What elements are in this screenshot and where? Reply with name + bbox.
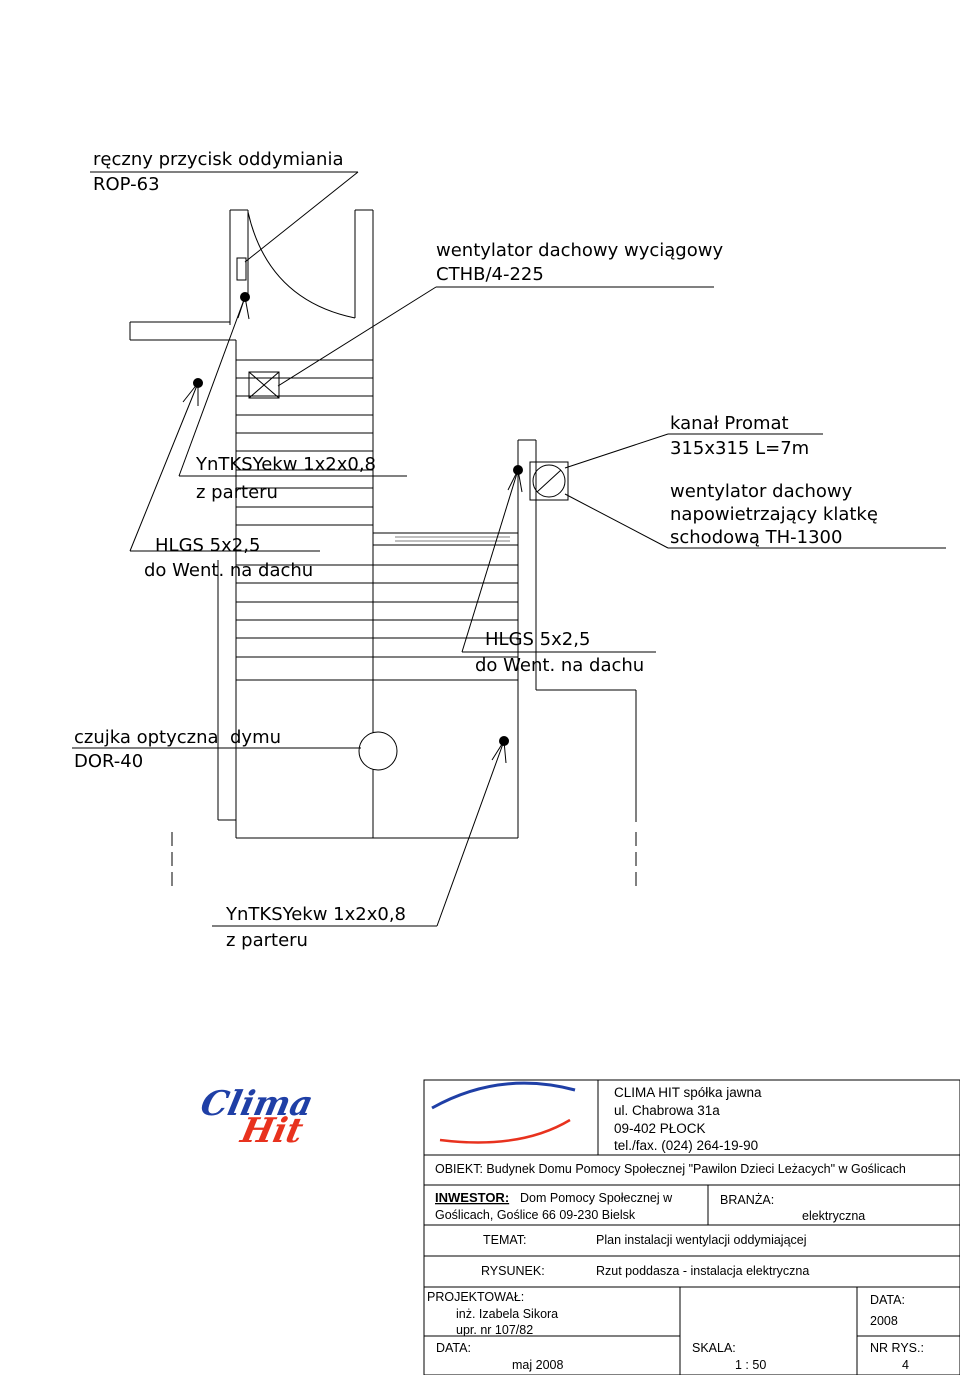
czujka-label-line2: DOR-40 bbox=[74, 751, 143, 772]
cable-bottom-line2: z parteru bbox=[226, 930, 308, 951]
cthb-label-line2: CTHB/4-225 bbox=[436, 264, 544, 285]
inwestor-value-1: Dom Pomocy Społecznej w bbox=[520, 1191, 673, 1205]
company-name: CLIMA HIT spółka jawna bbox=[614, 1085, 762, 1100]
kanal-label-line2: 315x315 L=7m bbox=[670, 438, 809, 459]
obiekt-text: OBIEKT: Budynek Domu Pomocy Społecznej "… bbox=[435, 1162, 906, 1176]
temat-value: Plan instalacji wentylacji oddymiającej bbox=[596, 1233, 807, 1247]
data-value-right: 2008 bbox=[870, 1314, 898, 1328]
data-value-left: maj 2008 bbox=[512, 1358, 563, 1372]
th-label-line3: schodową TH-1300 bbox=[670, 527, 842, 548]
th-label-line1: wentylator dachowy bbox=[670, 481, 853, 502]
door-swing-arc bbox=[247, 211, 356, 319]
exhaust-fan-cthb-symbol bbox=[248, 371, 280, 399]
projektowal-upr: upr. nr 107/82 bbox=[456, 1323, 533, 1337]
skala-label: SKALA: bbox=[692, 1341, 736, 1355]
rysunek-label: RYSUNEK: bbox=[481, 1264, 545, 1278]
cable-left-a-line2: z parteru bbox=[196, 482, 278, 503]
data-label-left: DATA: bbox=[436, 1341, 471, 1355]
projektowal-label: PROJEKTOWAŁ: bbox=[427, 1290, 524, 1304]
title-block: Clima Hit CLIMA HIT spółka jawna ul. Cha… bbox=[197, 1079, 960, 1375]
stair-treads bbox=[236, 359, 518, 658]
data-label-right: DATA: bbox=[870, 1293, 905, 1307]
branza-value: elektryczna bbox=[802, 1209, 865, 1223]
cthb-label-line1: wentylator dachowy wyciągowy bbox=[436, 240, 723, 261]
smoke-detector-symbol bbox=[358, 731, 398, 771]
company-city: 09-402 PŁOCK bbox=[614, 1121, 706, 1136]
branza-label: BRANŻA: bbox=[720, 1193, 774, 1207]
rop-button-symbol bbox=[236, 257, 247, 281]
inwestor-value-2: Goślicach, Goślice 66 09-230 Bielsk bbox=[435, 1208, 636, 1222]
clima-hit-logo: Clima Hit bbox=[197, 1081, 576, 1151]
connection-dots bbox=[193, 292, 523, 746]
czujka-label-line1: czujka optyczna dymu bbox=[74, 727, 281, 748]
rysunek-value: Rzut poddasza - instalacja elektryczna bbox=[596, 1264, 809, 1278]
supply-fan-th-symbol bbox=[529, 461, 569, 501]
building-outline bbox=[129, 209, 637, 839]
kanal-label-line1: kanał Promat bbox=[670, 413, 789, 434]
company-phone: tel./fax. (024) 264-19-90 bbox=[614, 1138, 758, 1153]
projektowal-name: inż. Izabela Sikora bbox=[456, 1307, 558, 1321]
cable-left-b-line2: do Went. na dachu bbox=[144, 560, 313, 581]
nr-rys-label: NR RYS.: bbox=[870, 1341, 924, 1355]
inwestor-label: INWESTOR: bbox=[435, 1190, 509, 1205]
th-label-line2: napowietrzający klatkę bbox=[670, 504, 878, 525]
cable-left-b-line1: HLGS 5x2,5 bbox=[155, 535, 260, 556]
cable-mid-line2: do Went. na dachu bbox=[475, 655, 644, 676]
nr-rys-value: 4 bbox=[902, 1358, 909, 1372]
rop-label-line2: ROP-63 bbox=[93, 174, 160, 195]
company-street: ul. Chabrowa 31a bbox=[614, 1103, 720, 1118]
rop-label-line1: ręczny przycisk oddymiania bbox=[93, 149, 343, 170]
axis-lines bbox=[171, 832, 637, 890]
cable-mid-line1: HLGS 5x2,5 bbox=[485, 629, 590, 650]
cable-bottom-line1: YnTKSYekw 1x2x0,8 bbox=[225, 904, 406, 925]
cable-left-a-line1: YnTKSYekw 1x2x0,8 bbox=[195, 454, 376, 475]
logo-word-clima: Clima bbox=[197, 1084, 316, 1124]
skala-value: 1 : 50 bbox=[735, 1358, 766, 1372]
temat-label: TEMAT: bbox=[483, 1233, 527, 1247]
logo-word-hit: Hit bbox=[236, 1111, 306, 1151]
